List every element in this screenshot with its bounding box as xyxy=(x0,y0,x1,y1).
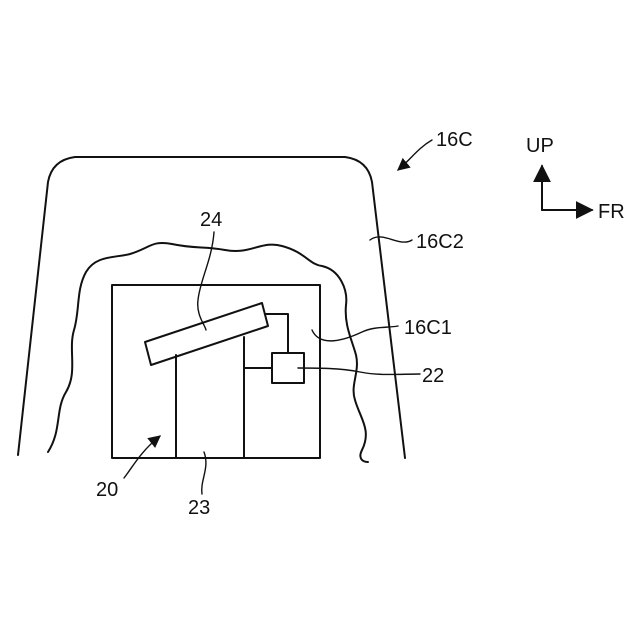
label-20: 20 xyxy=(96,479,118,501)
label-fr: FR xyxy=(598,201,625,223)
leader-16C2 xyxy=(370,237,412,242)
label-16C: 16C xyxy=(436,129,473,151)
component-23-block xyxy=(176,337,244,458)
label-16C2: 16C2 xyxy=(416,231,464,253)
unit-box-20 xyxy=(112,285,320,458)
label-23: 23 xyxy=(188,497,210,519)
component-24-plate xyxy=(145,303,268,365)
wire-22-to-24 xyxy=(266,314,288,353)
label-16C1: 16C1 xyxy=(404,317,452,339)
label-24: 24 xyxy=(200,209,222,231)
leader-16C1 xyxy=(312,326,398,341)
leader-22 xyxy=(298,368,420,375)
label-up: UP xyxy=(526,135,554,157)
leader-16C xyxy=(398,140,432,170)
housing-outline xyxy=(18,157,405,458)
label-22: 22 xyxy=(422,365,444,387)
